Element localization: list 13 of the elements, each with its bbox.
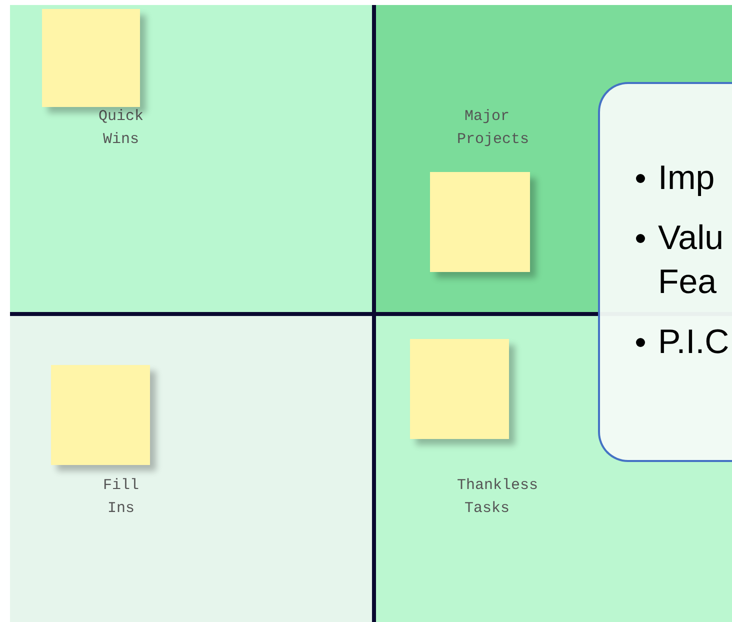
quadrant-panel [10,316,372,622]
sticky-note [410,339,509,439]
quadrant-label: Fill Ins [102,476,140,519]
text-overlay-dialog [598,82,732,462]
quadrant-label: Major Projects [456,107,530,150]
sticky-note [42,9,140,107]
bullet-text: Imp [658,158,715,199]
bullet-text: P.I.C [658,322,730,363]
quadrant-panel [10,5,372,312]
sticky-note [430,172,530,272]
quadrant-label: Thankless Tasks [456,476,540,519]
sticky-note [51,365,150,465]
quadrant-label: Quick Wins [97,107,144,150]
